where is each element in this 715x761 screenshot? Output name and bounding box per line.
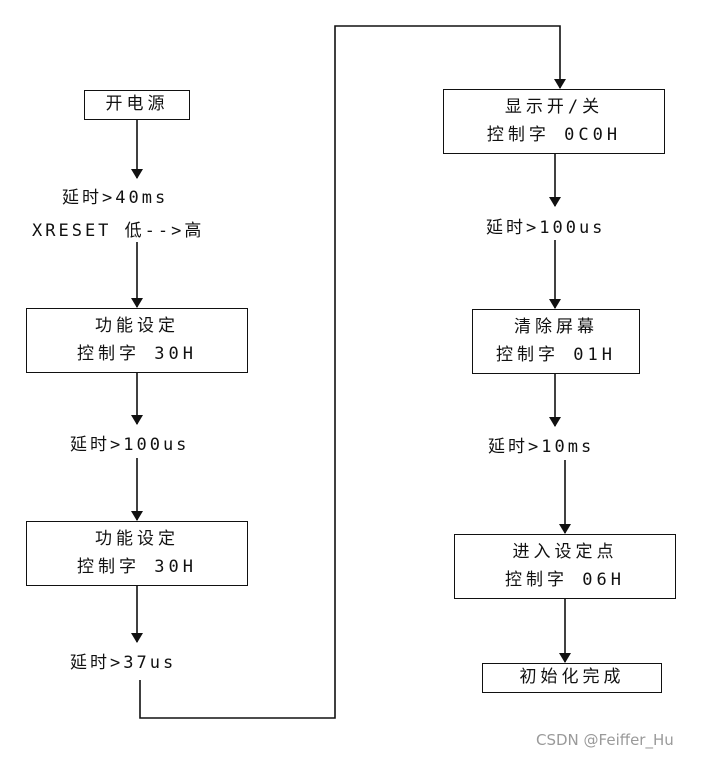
init-done-label: 初始化完成 xyxy=(519,667,625,688)
clear-screen-box: 清除屏幕 控制字 01H xyxy=(472,309,640,374)
delay-10ms-label: 延时>10ms xyxy=(488,437,595,457)
function-set-cmd-2: 控制字 30H xyxy=(77,556,197,577)
display-onoff-title: 显示开/关 xyxy=(504,97,604,118)
power-on-label: 开电源 xyxy=(105,94,169,115)
function-set-title-2: 功能设定 xyxy=(95,529,179,550)
function-set-title-1: 功能设定 xyxy=(95,316,179,337)
init-done-box: 初始化完成 xyxy=(482,663,662,693)
clear-screen-title: 清除屏幕 xyxy=(514,317,598,338)
delay-100us-label-1: 延时>100us xyxy=(70,435,190,455)
delay-37us-label: 延时>37us xyxy=(70,653,177,673)
delay-40ms-label: 延时>40ms xyxy=(62,188,169,208)
delay-100us-label-2: 延时>100us xyxy=(486,218,606,238)
clear-screen-cmd: 控制字 01H xyxy=(496,344,616,365)
watermark: CSDN @Feiffer_Hu xyxy=(536,731,674,749)
column-connector-line xyxy=(139,25,566,719)
power-on-box: 开电源 xyxy=(84,90,190,120)
xreset-label: XRESET 低-->高 xyxy=(32,221,205,241)
entry-mode-title: 进入设定点 xyxy=(512,542,618,563)
function-set-box-1: 功能设定 控制字 30H xyxy=(26,308,248,373)
entry-mode-box: 进入设定点 控制字 06H xyxy=(454,534,676,599)
function-set-cmd-1: 控制字 30H xyxy=(77,343,197,364)
display-onoff-cmd: 控制字 0C0H xyxy=(486,124,622,145)
entry-mode-cmd: 控制字 06H xyxy=(505,569,625,590)
display-onoff-box: 显示开/关 控制字 0C0H xyxy=(443,89,665,154)
function-set-box-2: 功能设定 控制字 30H xyxy=(26,521,248,586)
